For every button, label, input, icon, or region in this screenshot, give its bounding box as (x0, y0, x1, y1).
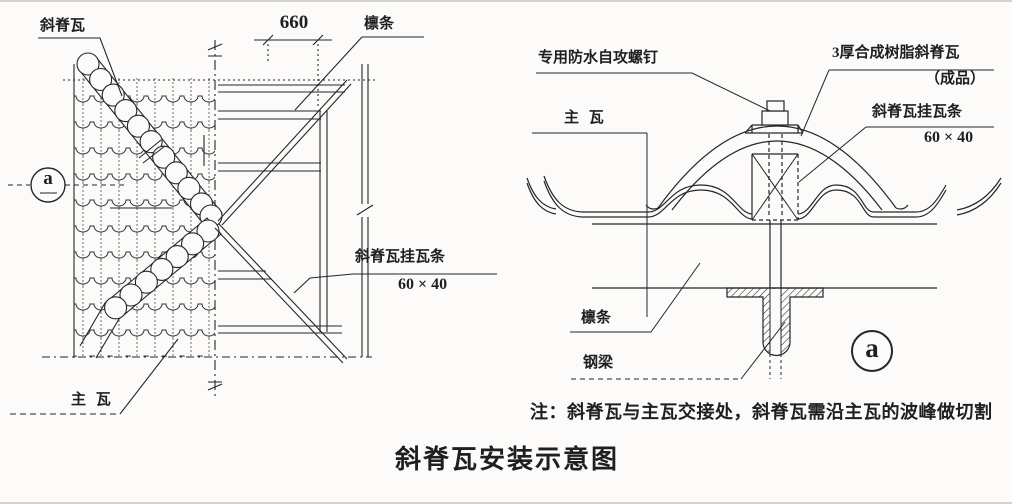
screw (744, 100, 804, 215)
purlin-e (218, 325, 342, 334)
plan-batten-label: 斜脊瓦挂瓦条 (355, 249, 446, 265)
screw-tip (766, 100, 785, 112)
plan-main-tile-label: 主 瓦 (71, 392, 114, 408)
leader-batten (798, 126, 994, 183)
section-batten-size-label: 60 × 40 (924, 129, 974, 146)
section-screw-label: 专用防水自攻螺钉 (538, 50, 659, 66)
leader-hip-tile (38, 37, 123, 97)
leader-batten (293, 273, 497, 294)
section-detail-mark-letter: a (865, 333, 879, 363)
plan-leaders (8, 36, 497, 415)
centerline-break-top (207, 43, 223, 57)
member-break (356, 204, 374, 216)
plan-purlin-label: 檩条 (364, 16, 395, 32)
section-resin-tile-label: 3厚合成树脂斜脊瓦 (832, 45, 960, 61)
leader-resin-tile (800, 69, 994, 137)
hip-rafter-lower (214, 223, 348, 364)
hip-tile-arch (645, 125, 909, 211)
plan-batten-size-label: 60 × 40 (398, 276, 448, 293)
section-purlin-label: 檩条 (581, 310, 612, 326)
leader-main-tile (532, 132, 648, 317)
purlin-a (218, 84, 345, 93)
hip-rafter-upper (217, 79, 352, 226)
drawing-title: 斜脊瓦安装示意图 (394, 445, 619, 474)
drawing-note: 注：斜脊瓦与主瓦交接处，斜脊瓦需沿主瓦的波峰做切割 (530, 402, 993, 422)
section-resin-tile-note: （成品） (925, 71, 986, 87)
hip-tile-run-lower (79, 217, 222, 359)
purlin-d (218, 270, 272, 280)
plan-view (8, 34, 497, 415)
section-batten-label: 斜脊瓦挂瓦条 (872, 104, 963, 120)
leader-purlin (294, 36, 424, 111)
hip-batten-section (751, 153, 799, 221)
dimension-660 (254, 34, 332, 108)
centerline-break-bottom (207, 381, 223, 391)
roof-framing (110, 64, 374, 364)
leader-screw (536, 72, 771, 112)
hip-tile-run-upper (76, 52, 223, 228)
plan-dimension-660-label: 660 (279, 12, 309, 33)
section-view (526, 69, 1002, 380)
purlin-c (218, 162, 321, 172)
plan-detail-mark-letter: a (43, 168, 53, 189)
leader-purlin (570, 262, 701, 333)
section-main-tile-label: 主 瓦 (564, 110, 607, 126)
plan-hip-tile-label: 斜脊瓦 (40, 18, 86, 34)
section-leaders (532, 69, 994, 380)
section-detail-mark-circle (851, 330, 893, 372)
purlin-b (218, 110, 321, 120)
section-steel-beam-label: 钢梁 (583, 355, 614, 371)
eave-member (319, 111, 328, 332)
cut-mark (138, 139, 166, 164)
anchor-bolt (726, 220, 824, 379)
screw-head (761, 110, 789, 126)
